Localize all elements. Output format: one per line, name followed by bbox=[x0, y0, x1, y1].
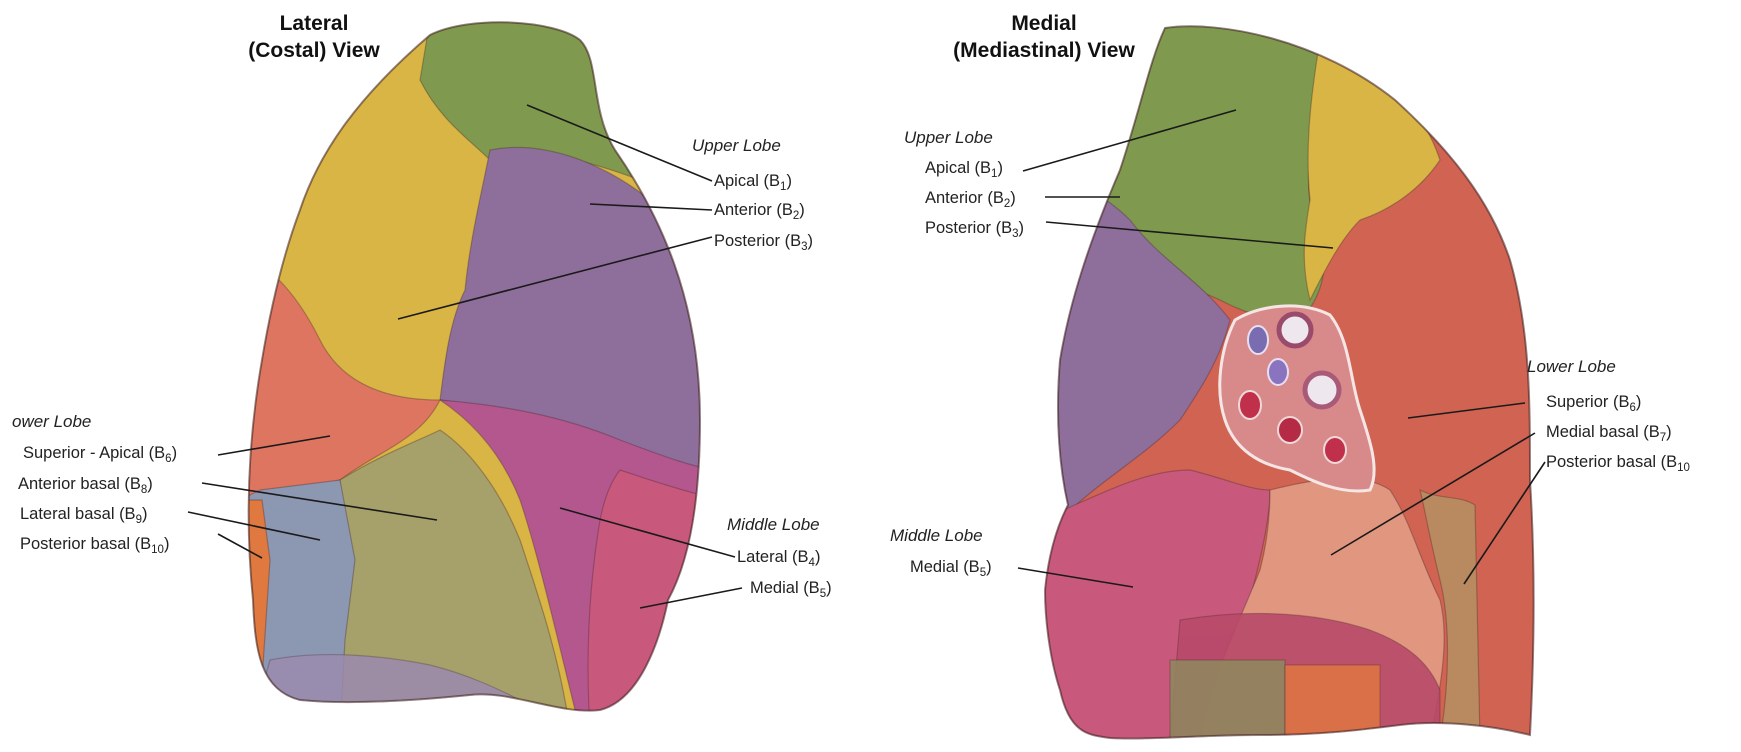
medial-posterior-basal-label: Posterior basal (B10 bbox=[1546, 453, 1690, 474]
pulmonary-artery-1 bbox=[1248, 326, 1268, 354]
lateral-posterior-label: Posterior (B3) bbox=[714, 232, 813, 253]
medial-upper-lobe-label: Upper Lobe bbox=[904, 128, 993, 147]
medial-medial-basal-label: Medial basal (B7) bbox=[1546, 423, 1672, 444]
medial-lower-lobe-label: Lower Lobe bbox=[1527, 357, 1616, 376]
medial-middle-lobe-label: Middle Lobe bbox=[890, 526, 983, 545]
medial-apical-label: Apical (B1) bbox=[925, 159, 1003, 180]
lateral-anterior-basal-label: Anterior basal (B8) bbox=[18, 475, 153, 496]
lateral-anterior-label: Anterior (B2) bbox=[714, 201, 805, 222]
lat-middle-medial-segment bbox=[588, 470, 720, 730]
lateral-posterior-basal-label: Posterior basal (B10) bbox=[20, 535, 169, 556]
lateral-lateral-basal-label: Lateral basal (B9) bbox=[20, 505, 147, 526]
bronchus-lower bbox=[1305, 373, 1339, 407]
bronchus-upper bbox=[1279, 314, 1311, 346]
lateral-apical-label: Apical (B1) bbox=[714, 172, 792, 193]
lateral-title-line2: (Costal) View bbox=[248, 39, 380, 62]
pulmonary-vein-1 bbox=[1239, 391, 1261, 419]
pulmonary-vein-2 bbox=[1278, 417, 1302, 443]
lateral-lung bbox=[240, 10, 720, 730]
pulmonary-vein-3 bbox=[1324, 437, 1346, 463]
pulmonary-artery-2 bbox=[1268, 359, 1288, 385]
medial-posterior-label: Posterior (B3) bbox=[925, 219, 1024, 240]
medial-superior-label: Superior (B6) bbox=[1546, 393, 1641, 414]
medial-title-line2: (Mediastinal) View bbox=[953, 39, 1135, 62]
lateral-lower-lobe-label: ower Lobe bbox=[12, 412, 91, 431]
medial-title-line1: Medial bbox=[1011, 12, 1076, 35]
lateral-middle-lobe-label: Middle Lobe bbox=[727, 515, 820, 534]
lateral-medial-label: Medial (B5) bbox=[750, 579, 832, 600]
medial-medial-label: Medial (B5) bbox=[910, 558, 992, 579]
lateral-lateral-label: Lateral (B4) bbox=[737, 548, 820, 569]
lateral-upper-lobe-label: Upper Lobe bbox=[692, 136, 781, 155]
lateral-superior-apical-label: Superior - Apical (B6) bbox=[23, 444, 177, 465]
med-basal-olive-patch bbox=[1170, 660, 1285, 740]
medial-anterior-label: Anterior (B2) bbox=[925, 189, 1016, 210]
lateral-title-line1: Lateral bbox=[280, 12, 349, 35]
